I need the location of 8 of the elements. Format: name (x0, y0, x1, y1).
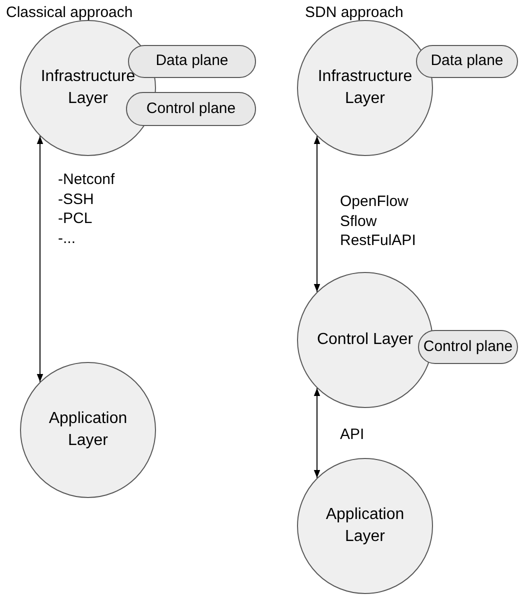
double-arrow (314, 388, 320, 478)
section-heading: Classical approach (6, 3, 133, 23)
plane-pill: Control plane (126, 92, 256, 126)
plane-pill: Control plane (418, 330, 518, 364)
section-heading: SDN approach (305, 3, 404, 23)
plane-pill: Data plane (416, 45, 518, 78)
double-arrow (314, 136, 320, 292)
double-arrow (36, 136, 44, 382)
